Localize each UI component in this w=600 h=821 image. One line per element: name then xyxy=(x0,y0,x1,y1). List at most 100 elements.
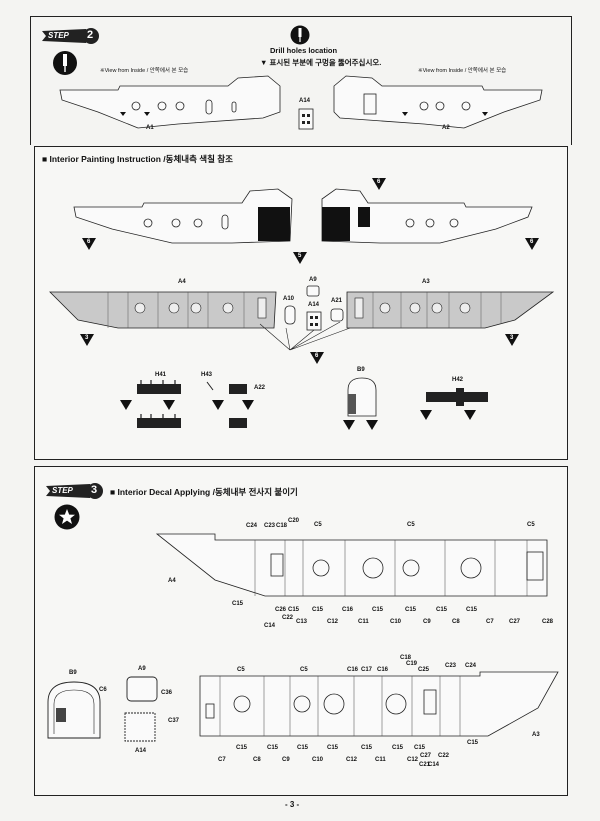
decal-label-c15-l7: C15 xyxy=(414,745,426,751)
painting-title: ■ Interior Painting Instruction /동체내측 색칠… xyxy=(42,154,233,164)
decal-label-c6: C6 xyxy=(99,687,107,693)
decal-label-c24-u: C24 xyxy=(246,523,258,529)
decal-label-c15-l3: C15 xyxy=(297,745,309,751)
decal-label-c7-l: C7 xyxy=(218,757,226,763)
decal-label-c15-l8: C15 xyxy=(467,740,479,746)
decal-label-c28-u: C28 xyxy=(542,619,554,625)
step3-badge-shape xyxy=(46,483,103,499)
leader-lines-6 xyxy=(259,321,351,351)
decal-label-c21-l: C21 xyxy=(419,762,431,768)
decal-label-c8-l: C8 xyxy=(253,757,261,763)
decal-label-c18-u: C18 xyxy=(276,523,288,529)
decal-label-c16-l2: C16 xyxy=(377,667,389,673)
decal-label-c26-u: C26 xyxy=(275,607,287,613)
decal-label-c9-u: C9 xyxy=(423,619,431,625)
color-code-3a: 3 xyxy=(85,335,89,341)
fuselage-left-drill xyxy=(59,75,281,129)
color-callout-3-b9 xyxy=(343,420,355,430)
color-code-5: 5 xyxy=(298,253,302,259)
part-label-b9-paint: B9 xyxy=(357,367,365,373)
color-callout-6-left xyxy=(82,238,96,250)
decal-label-c12-u: C12 xyxy=(327,619,339,625)
color-callout-7-h43 xyxy=(242,400,254,410)
decal-label-c16-l1: C16 xyxy=(347,667,359,673)
decal-label-c15-l2: C15 xyxy=(267,745,279,751)
color-callout-7-h41 xyxy=(163,400,175,410)
decal-label-c15-l5: C15 xyxy=(361,745,373,751)
decal-label-c7-u: C7 xyxy=(486,619,494,625)
painting-interior-right xyxy=(346,291,555,329)
painting-part-a14 xyxy=(306,311,322,331)
decal-label-c9-l: C9 xyxy=(282,757,290,763)
decal-label-c15-l6: C15 xyxy=(392,745,404,751)
fuselage-right-drill xyxy=(333,75,543,129)
drill-korean: ▼ 표시된 부분에 구멍을 뚫어주십시오. xyxy=(260,58,382,67)
decal-label-c15-u1: C15 xyxy=(232,601,244,607)
painting-fuselage-left xyxy=(73,188,293,244)
color-callout-6-top xyxy=(372,178,386,190)
part-label-a4: A4 xyxy=(178,279,186,285)
decal-label-c8-u: C8 xyxy=(452,619,460,625)
decal-panel xyxy=(34,466,568,796)
decal-label-c20-u: C20 xyxy=(288,518,300,524)
part-label-h42: H42 xyxy=(452,377,464,383)
step-badge-shape xyxy=(42,28,99,44)
decal-label-c15-u3: C15 xyxy=(312,607,324,613)
part-label-a14-paint: A14 xyxy=(308,302,320,308)
painting-part-h41 xyxy=(137,380,181,428)
decal-label-c23-l: C23 xyxy=(445,663,457,669)
part-label-a21: A21 xyxy=(331,298,343,304)
color-callout-8-h43 xyxy=(212,400,224,410)
decal-label-a9: A9 xyxy=(138,666,146,672)
step2-badge-label: STEP xyxy=(48,31,69,40)
color-code-6a: 6 xyxy=(87,239,91,245)
step2-section xyxy=(30,16,572,145)
decal-label-c15-l4: C15 xyxy=(327,745,339,751)
drill-title: Drill holes location xyxy=(270,46,338,55)
drill-part-a14 xyxy=(298,108,314,130)
decal-label-c12-l1: C12 xyxy=(346,757,358,763)
decal-label-a14: A14 xyxy=(135,748,147,754)
decal-label-a4: A4 xyxy=(168,578,176,584)
decal-label-c14-u: C14 xyxy=(264,623,276,629)
decal-label-c14-l: C14 xyxy=(428,762,440,768)
decal-label-c13-u: C13 xyxy=(296,619,308,625)
decal-label-a3: A3 xyxy=(532,732,540,738)
color-code-6b: 6 xyxy=(530,239,534,245)
color-callout-6-center xyxy=(310,352,324,364)
color-callout-6-b9 xyxy=(366,420,378,430)
decal-label-c16-u: C16 xyxy=(342,607,354,613)
color-callout-3-right xyxy=(505,334,519,346)
decal-part-a14 xyxy=(124,712,156,742)
decal-label-c24-l: C24 xyxy=(465,663,477,669)
decal-label-c5-u1: C5 xyxy=(314,522,322,528)
decal-label-c15-u2: C15 xyxy=(288,607,300,613)
step3-badge: STEP 3 xyxy=(44,482,106,500)
painting-part-a21 xyxy=(330,308,344,322)
decal-label-c17-l: C17 xyxy=(361,667,373,673)
decal-label-b9: B9 xyxy=(69,670,77,676)
decal-label-c19-l: C19 xyxy=(406,661,418,667)
part-label-a9: A9 xyxy=(309,277,317,283)
decal-label-c5-l1: C5 xyxy=(237,667,245,673)
decal-label-c15-u4: C15 xyxy=(372,607,384,613)
decal-label-c10-u: C10 xyxy=(390,619,402,625)
decal-label-c18-l: C18 xyxy=(400,655,412,661)
decal-label-c25-l: C25 xyxy=(418,667,430,673)
part-label-a2: A2 xyxy=(442,125,450,131)
decal-title: ■ Interior Decal Applying /동체내부 전사지 붙이기 xyxy=(110,487,298,497)
color-callout-6-h41 xyxy=(120,400,132,410)
step3-badge-label: STEP xyxy=(52,486,73,495)
part-label-a1: A1 xyxy=(146,125,154,131)
part-label-a10: A10 xyxy=(283,296,295,302)
decal-part-a9 xyxy=(126,676,158,702)
part-label-a22: A22 xyxy=(254,385,266,391)
decal-label-c5-l2: C5 xyxy=(300,667,308,673)
step2-badge-number: 2 xyxy=(87,29,94,41)
decal-label-c22-l: C22 xyxy=(438,753,450,759)
painting-fuselage-right xyxy=(321,188,533,244)
part-label-a3: A3 xyxy=(422,279,430,285)
painting-part-b9 xyxy=(347,377,377,417)
decal-label-c15-u7: C15 xyxy=(466,607,478,613)
decal-fuselage-upper xyxy=(155,533,548,597)
